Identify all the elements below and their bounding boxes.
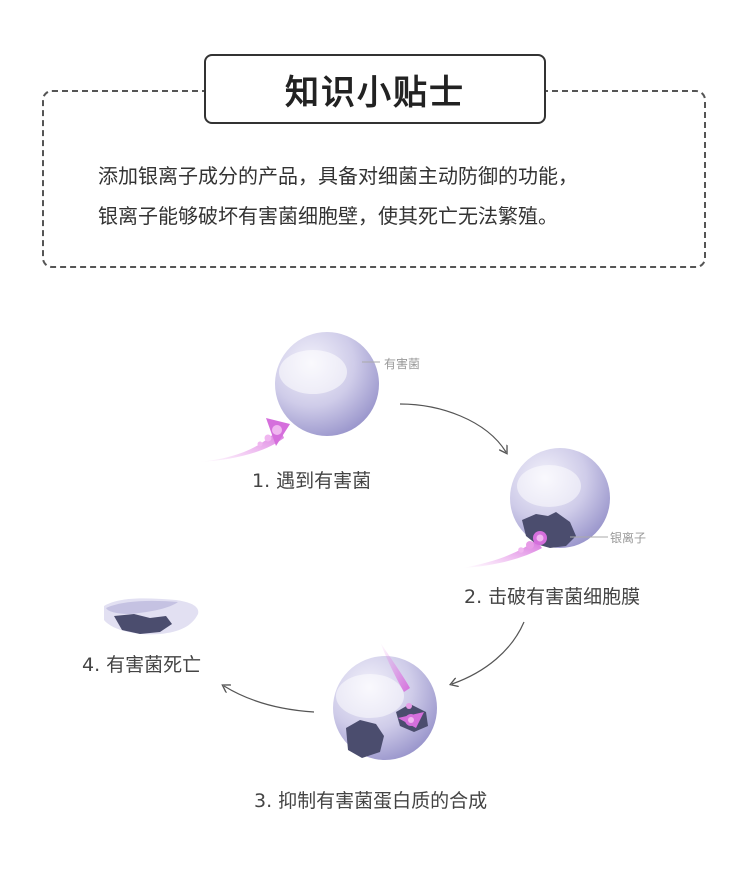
- tip-title: 知识小贴士: [204, 54, 546, 124]
- step1-silver-ion: [198, 418, 290, 462]
- silver-ion-callout-label: 银离子: [610, 531, 647, 545]
- tip-line-2: 银离子能够破坏有害菌细胞壁，使其死亡无法繁殖。: [98, 204, 558, 228]
- tip-text: 添加银离子成分的产品，具备对细菌主动防御的功能， 银离子能够破坏有害菌细胞壁，使…: [98, 156, 688, 236]
- bacteria-callout-label: 有害菌: [384, 357, 421, 371]
- step2-label: 2. 击破有害菌细胞膜: [464, 586, 641, 608]
- tip-line-1: 添加银离子成分的产品，具备对细菌主动防御的功能，: [98, 164, 578, 188]
- step1-label: 1. 遇到有害菌: [252, 470, 372, 492]
- step3-silver-ion: [380, 642, 424, 728]
- step4-label: 4. 有害菌死亡: [82, 654, 202, 676]
- step2-silver-ion: [462, 531, 547, 568]
- step3-label: 3. 抑制有害菌蛋白质的合成: [254, 790, 488, 812]
- step2-bacteria: [510, 448, 610, 548]
- step4-dead-bacteria: [104, 598, 199, 635]
- step1-bacteria: [275, 332, 379, 436]
- silver-ion-diagram: [104, 332, 610, 760]
- arrow-step1-to-step2: [399, 403, 506, 452]
- arrow-step3-to-step4: [224, 686, 315, 713]
- arrow-step2-to-step3: [452, 621, 525, 684]
- step3-bacteria: [333, 656, 437, 760]
